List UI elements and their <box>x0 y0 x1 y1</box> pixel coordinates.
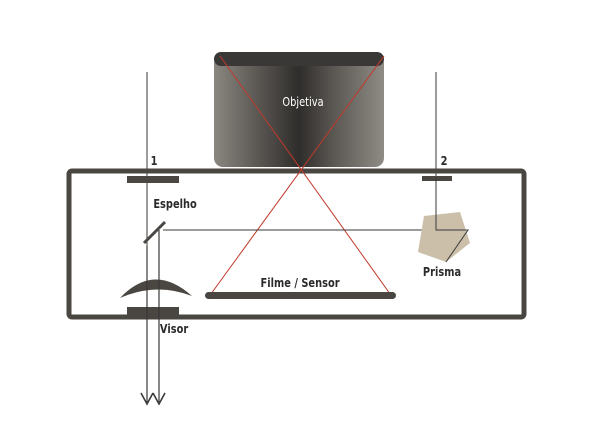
aperture-2 <box>422 176 452 181</box>
prism-label: Prisma <box>423 265 461 279</box>
viewfinder-label: Visor <box>160 322 189 336</box>
aperture-1 <box>127 176 179 183</box>
prism <box>418 212 470 262</box>
eyepiece-lens <box>120 279 192 298</box>
film-sensor-label: Filme / Sensor <box>261 276 341 290</box>
objective-lens-rim <box>214 52 384 66</box>
cross-line-b <box>207 55 385 299</box>
objective-lens <box>214 54 384 167</box>
camera-body <box>66 168 527 320</box>
arrow-head-left <box>140 392 154 406</box>
arrow-head-right <box>152 392 166 406</box>
objective-label: Objetiva <box>282 95 323 109</box>
marker-1-label: 1 <box>151 154 158 168</box>
film-sensor-bar <box>205 292 396 299</box>
viewfinder-aperture <box>127 307 179 315</box>
prism-ray <box>435 178 469 263</box>
cross-line-a <box>219 55 394 299</box>
mirror-label: Espelho <box>153 197 197 211</box>
marker-2-label: 2 <box>441 154 448 168</box>
mirror <box>142 220 167 245</box>
